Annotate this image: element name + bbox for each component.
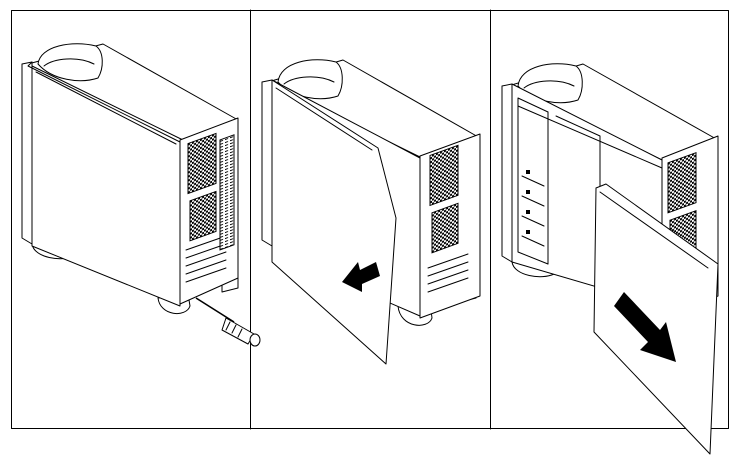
panel3-rear-vent-top <box>667 151 697 214</box>
panel2-rear-vent-top <box>429 144 459 207</box>
panel2-rear-vent-bottom <box>431 202 459 254</box>
panel1-rear-vent-bottom <box>189 190 217 242</box>
panel1-screwdriver-icon <box>195 297 261 347</box>
panel-3 <box>501 63 719 455</box>
panel2-top-handle <box>277 59 343 100</box>
panel2-side-cover <box>271 79 397 365</box>
panel-2 <box>261 59 481 365</box>
panel3-side-cover <box>593 183 719 455</box>
panel-1 <box>21 43 261 347</box>
panel1-top-handle <box>37 43 103 82</box>
panel3-arrow-down-right-icon <box>614 292 676 362</box>
figure-frame <box>11 10 729 429</box>
panel1-rear-vent-top <box>187 132 217 195</box>
panel2-arrow-left-icon <box>342 262 380 292</box>
panel1-computer-tower <box>21 43 239 307</box>
